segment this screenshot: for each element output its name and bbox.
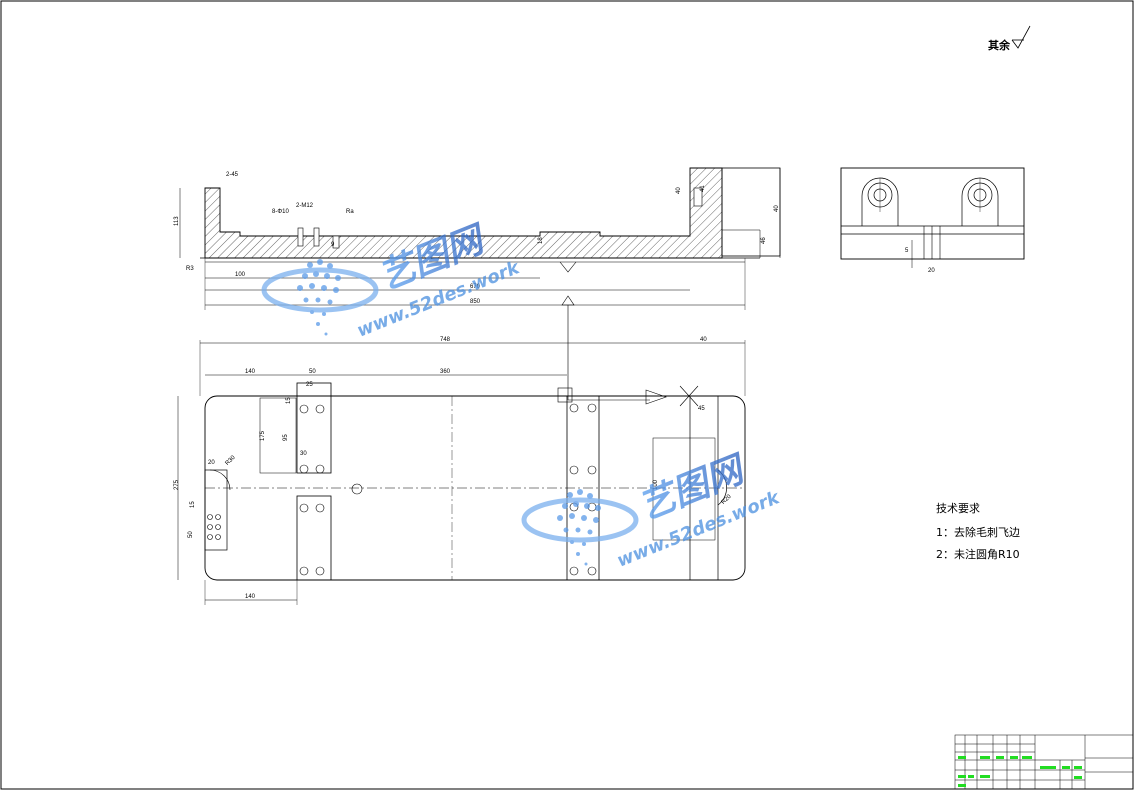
- dim-front-ra: Ra: [346, 209, 354, 215]
- technical-requirements: 技术要求 1：去除毛刺飞边 2：未注圆角R10: [936, 500, 1020, 562]
- dim-top-360: 360: [440, 369, 451, 375]
- dim-front-850: 850: [470, 299, 481, 305]
- dim-front-113: 113: [174, 216, 180, 226]
- dim-top-95: 95: [283, 434, 289, 441]
- dim-front-41: 41: [700, 185, 706, 192]
- dim-front-40: 40: [774, 205, 780, 212]
- dim-front-46: 46: [761, 237, 767, 244]
- dim-top-r30: R30: [225, 454, 237, 466]
- front-section-view: 113 100 670 850 46 40 R3 2-45 2-M12 8-Φ1…: [174, 167, 781, 401]
- dim-top-15: 15: [286, 397, 292, 404]
- dim-top-50: 50: [309, 369, 316, 375]
- dim-top-748: 748: [440, 337, 451, 343]
- dim-side-5: 5: [905, 248, 909, 254]
- dim-top-140: 140: [245, 369, 256, 375]
- dim-front-r3: R3: [186, 266, 194, 272]
- roughness-note: 其余: [988, 39, 1010, 52]
- dim-front-9: 9: [331, 242, 335, 248]
- dim-front-40b: 40: [676, 187, 682, 194]
- dim-top-45: 45: [698, 406, 705, 412]
- dim-front-100: 100: [235, 272, 246, 278]
- roughness-symbol-icon: [1011, 25, 1031, 49]
- dim-top-175: 175: [260, 430, 266, 441]
- side-view: 5 20: [840, 167, 1025, 274]
- dim-top-15b: 15: [190, 501, 196, 508]
- dim-top-140b: 140: [245, 594, 256, 600]
- tech-requirement-item: 2：未注圆角R10: [936, 548, 1020, 561]
- dim-top-25: 25: [306, 382, 313, 388]
- dim-front-hole-b: 2-M12: [296, 203, 314, 209]
- dim-top-100: 100: [653, 479, 659, 490]
- dim-side-20: 20: [928, 268, 935, 274]
- dim-front-hole-a: 2-45: [226, 172, 239, 178]
- dim-top-30: 30: [300, 451, 307, 457]
- top-view: 748 40 140 50 360 25 15 175 95 30 275 15…: [174, 337, 746, 605]
- tech-requirement-item: 1：去除毛刺飞边: [936, 526, 1020, 539]
- dim-top-275: 275: [174, 479, 180, 490]
- dim-top-20: 20: [208, 460, 215, 466]
- dim-top-50b: 50: [188, 531, 194, 538]
- dim-front-18: 18: [538, 237, 544, 244]
- watermark-logo-2: 艺图网 www.52des.work: [521, 448, 783, 572]
- title-block: [954, 734, 1134, 790]
- dim-top-40: 40: [700, 337, 707, 343]
- tech-requirements-title: 技术要求: [936, 502, 980, 515]
- dim-front-670: 670: [470, 284, 481, 290]
- dim-front-hole-c: 8-Φ10: [272, 209, 289, 215]
